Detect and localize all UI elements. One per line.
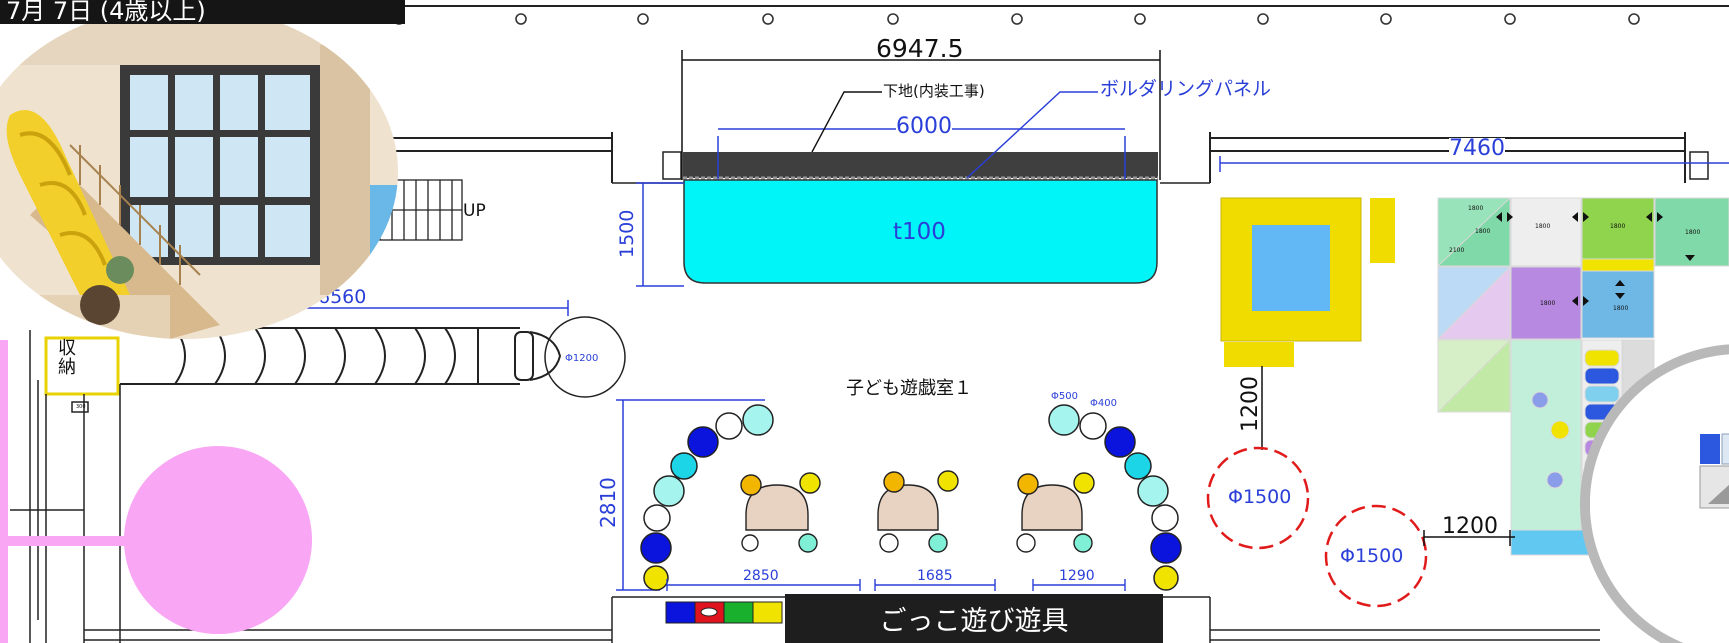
phi-1500-circle-b [1324, 504, 1428, 608]
table-group-2 [877, 470, 959, 553]
panel-leader-line [966, 91, 1098, 179]
mat-size-label-7: 1800 [1613, 305, 1629, 312]
dimension-label-7460: 7460 [1449, 136, 1505, 161]
thickness-label: t100 [893, 219, 946, 245]
panel-label: ボルダリングパネル [1100, 78, 1272, 100]
mat-size-label-6: 2100 [1449, 247, 1465, 254]
pink-side-marker [0, 340, 8, 643]
dimension-label-1500: 1500 [616, 209, 638, 258]
mat-arrows [1496, 212, 1695, 306]
dimension-label-1200-vertical: 1200 [1238, 376, 1263, 432]
dimension-7460 [1219, 156, 1729, 172]
storage-size-label: 300 [76, 404, 86, 410]
phi-1200-label: Φ1200 [565, 353, 599, 364]
cyan-mat [683, 179, 1158, 284]
phi-400-label: Φ400 [1090, 398, 1117, 409]
dimension-label-1290: 1290 [1059, 568, 1095, 584]
table-group-1 [740, 472, 821, 553]
upper-wall [380, 132, 1709, 184]
mat-size-label-3: 1800 [1610, 223, 1626, 230]
pink-circle-marker [124, 446, 312, 634]
dimension-label-1685: 1685 [917, 568, 953, 584]
pink-connector-bar [0, 536, 130, 546]
dimension-label-1200-horizontal: 1200 [1442, 514, 1498, 539]
bottom-dimensions [666, 579, 1126, 591]
equipment-caption: ごっこ遊び遊具 [785, 594, 1163, 643]
stair-up-label: UP [463, 201, 486, 221]
left-walls [10, 330, 612, 643]
mat-size-label-5: 1800 [1540, 300, 1556, 307]
column-markers [393, 13, 1640, 25]
phi-1500-circle-a [1206, 446, 1310, 550]
color-blocks [611, 596, 1600, 643]
dimension-label-2850: 2850 [743, 568, 779, 584]
ball-arch-right [1048, 404, 1182, 591]
mat-size-label-8: 1800 [1475, 228, 1491, 235]
dimension-1500 [636, 182, 684, 287]
base-label: 下地(内装工事) [883, 82, 985, 100]
dimension-label-6000: 6000 [896, 114, 952, 139]
phi-1500-label-b: Φ1500 [1340, 545, 1404, 567]
bouldering-panel [683, 152, 1158, 178]
table-group-3 [1016, 472, 1095, 553]
phi-500-label: Φ500 [1051, 391, 1078, 402]
ball-pit [1220, 197, 1395, 367]
dimension-2810 [616, 399, 765, 591]
dimension-1200-horizontal [1423, 530, 1515, 546]
mat-size-label-4: 1800 [1685, 229, 1701, 236]
base-leader-line [811, 91, 882, 153]
phi-1500-label-a: Φ1500 [1228, 486, 1292, 508]
date-header-strip: 7月 7日 (4歳以上) [0, 0, 405, 24]
dimension-label-6947: 6947.5 [876, 34, 964, 63]
dimension-6947 [681, 50, 1161, 180]
room-name: 子ども遊戯室１ [846, 378, 972, 399]
mat-size-label-1: 1800 [1468, 205, 1484, 212]
dimension-label-2810: 2810 [596, 477, 620, 528]
storage-label: 収 納 [58, 338, 76, 378]
ball-arch-left [640, 404, 774, 591]
mat-size-label-2: 1800 [1535, 223, 1551, 230]
